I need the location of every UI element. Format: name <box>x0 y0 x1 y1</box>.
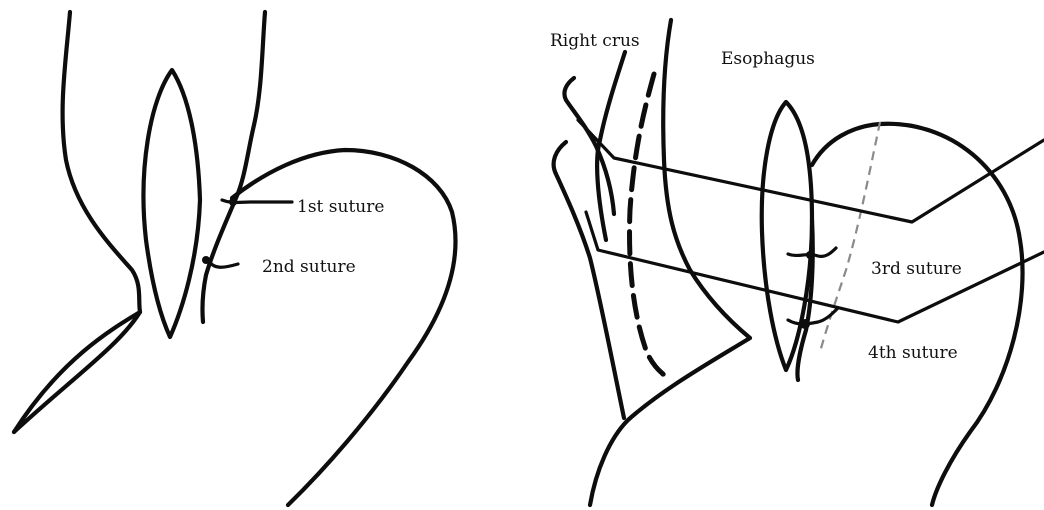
left-hiatus-opening <box>144 70 200 337</box>
right-crus-strand-2 <box>554 142 624 418</box>
label-right-crus: Right crus <box>550 33 640 50</box>
right-suture-4 <box>788 308 838 324</box>
left-suture-1-knot <box>229 198 237 206</box>
right-suture-3-knot <box>806 251 814 259</box>
left-esophagus-right-wall <box>202 12 265 322</box>
label-3rd-suture: 3rd suture <box>871 261 962 278</box>
label-2nd-suture: 2nd suture <box>262 259 356 276</box>
label-4th-suture: 4th suture <box>868 345 958 362</box>
right-crus-strand-1 <box>564 78 614 214</box>
left-esophagus-left-wall <box>14 12 140 432</box>
label-esophagus: Esophagus <box>721 51 815 68</box>
left-suture-2-knot <box>202 256 210 264</box>
right-panel <box>554 20 1044 505</box>
label-1st-suture: 1st suture <box>297 199 384 216</box>
right-suture-4-knot <box>800 319 810 329</box>
left-stomach-lower-contour <box>14 312 140 432</box>
right-suture-line-lower <box>586 212 1044 322</box>
left-panel <box>14 12 456 505</box>
